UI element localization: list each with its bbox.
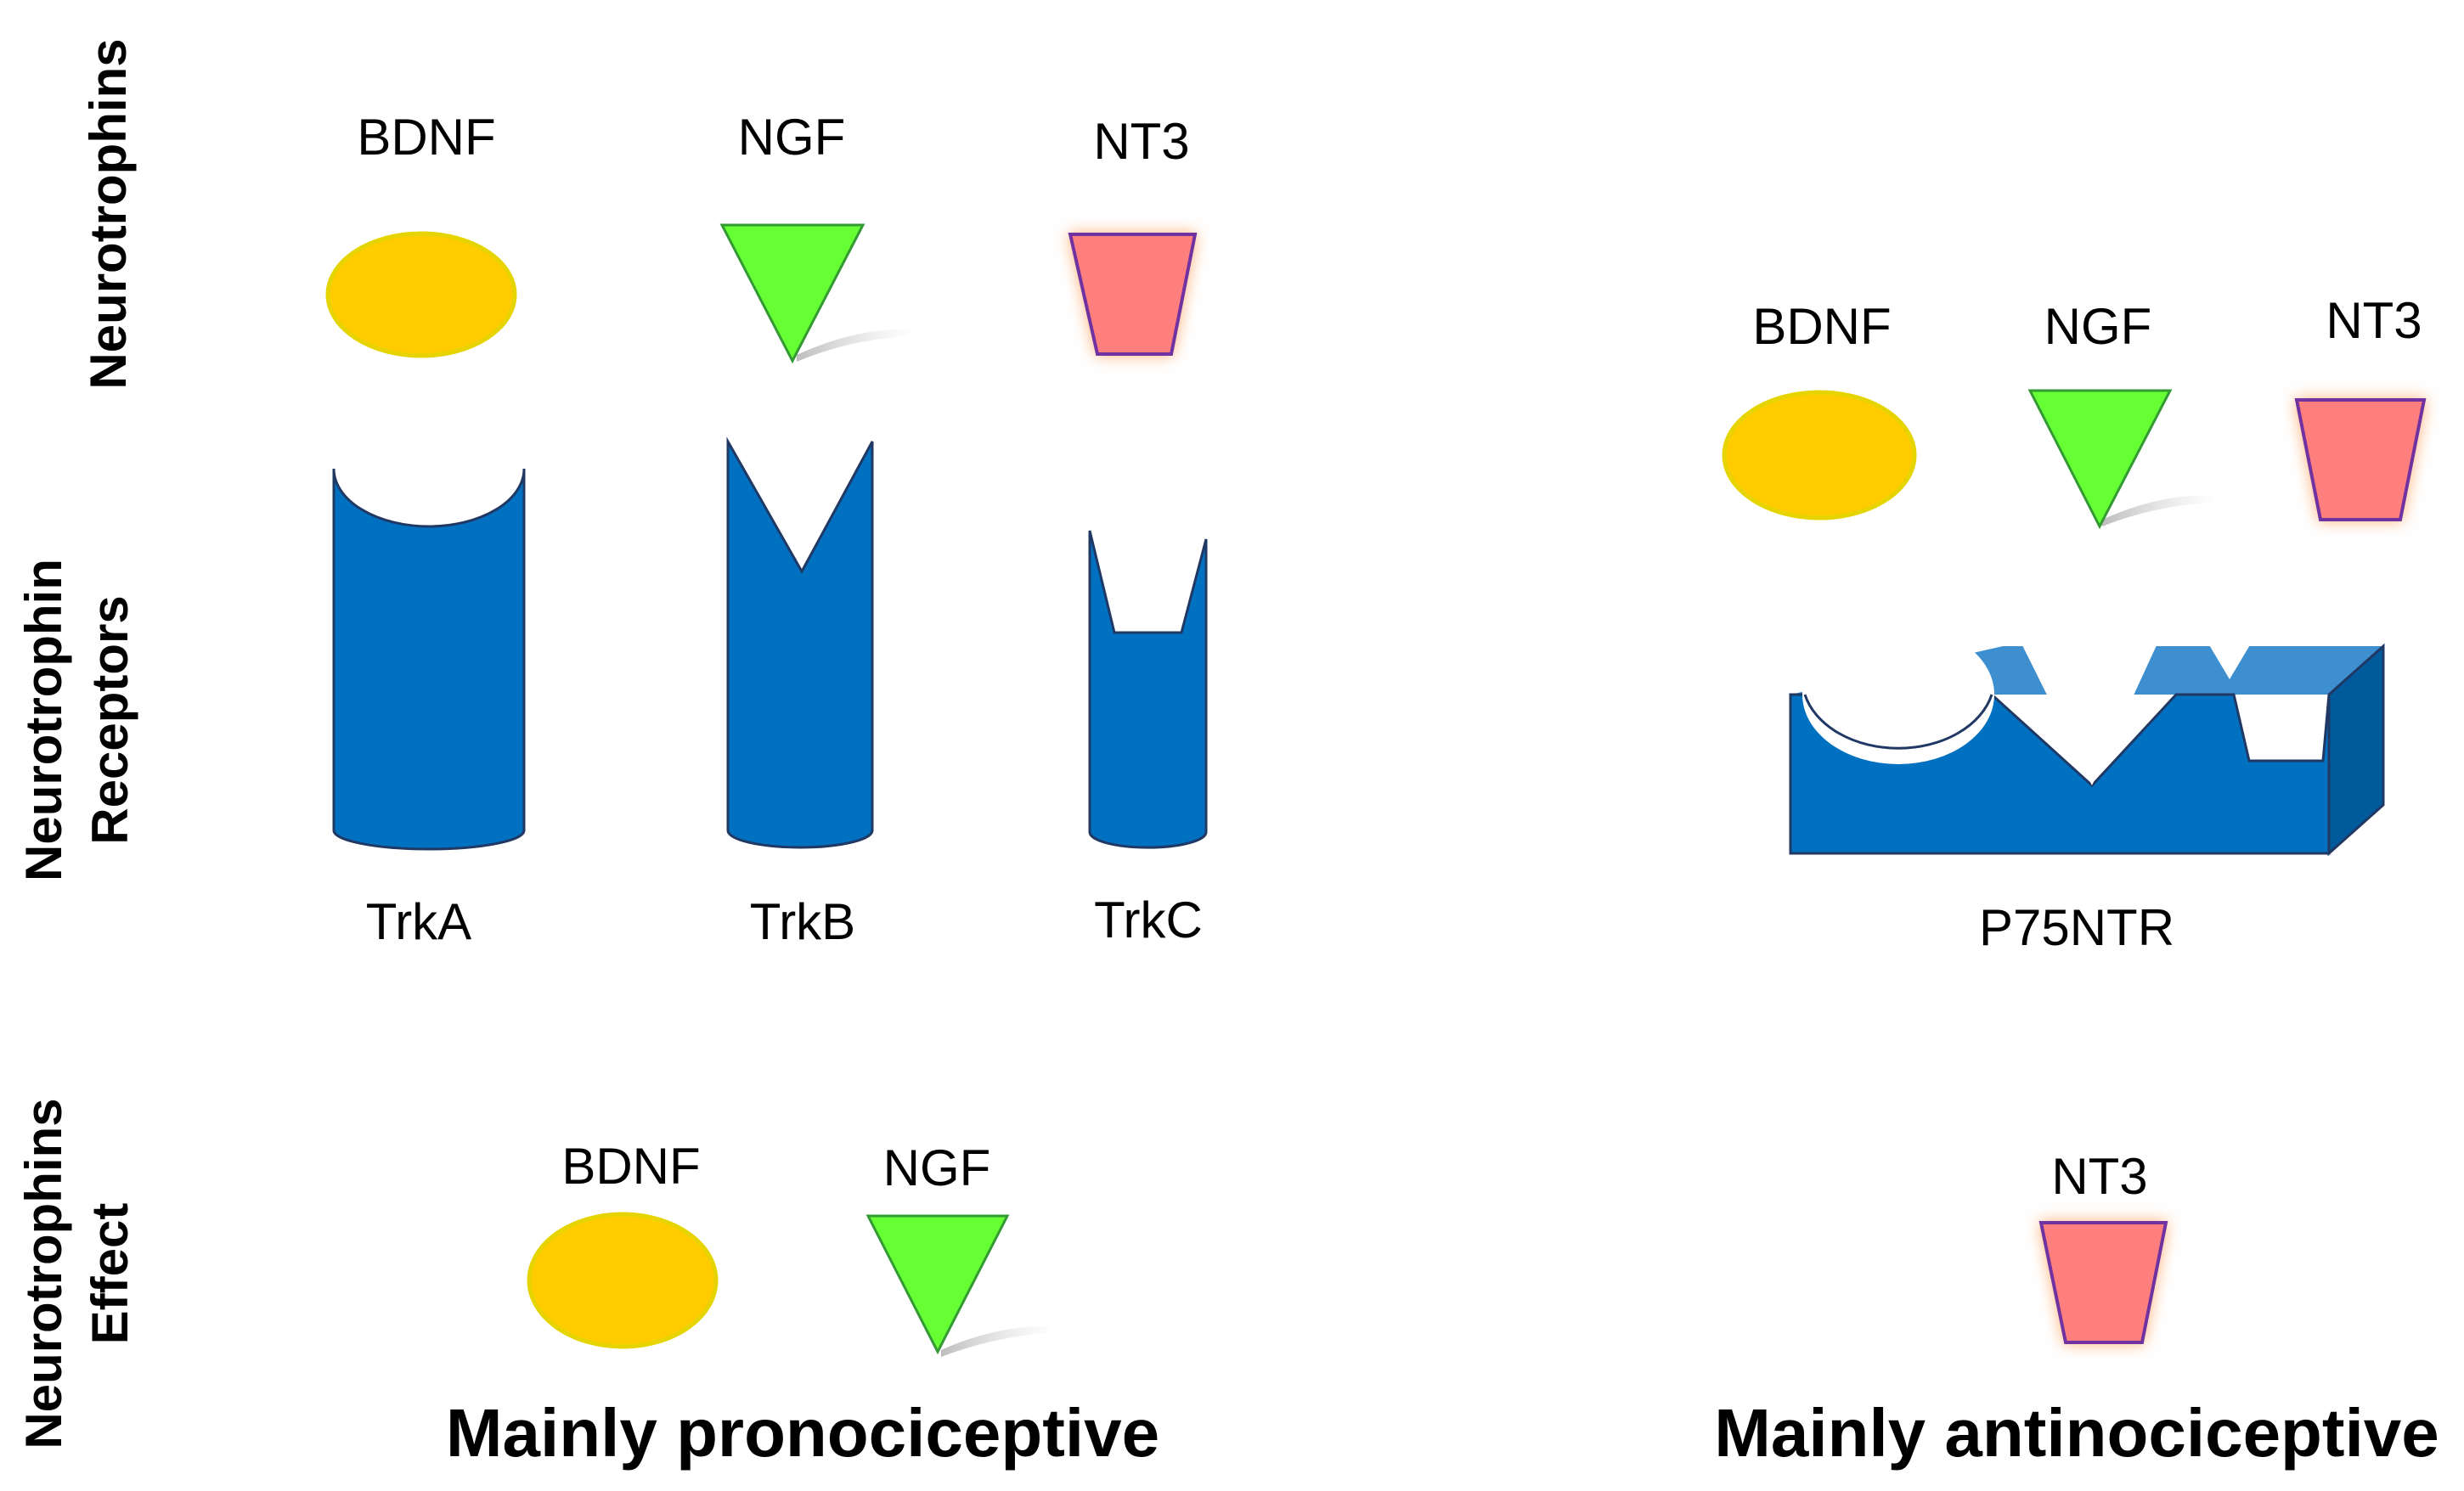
receptor-label-p75ntr: P75NTR [1979, 899, 2174, 956]
p75-nt3-trapezoid-shape [2294, 398, 2427, 521]
effect-nt3-trapezoid-shape [2038, 1221, 2168, 1344]
trkc-receptor-shape [1088, 530, 1208, 849]
row-label-receptors-line1: Neurotrophin [15, 559, 72, 881]
effect-ligand-label-bdnf: BDNF [561, 1138, 700, 1195]
p75-ligand-label-bdnf: BDNF [1752, 298, 1891, 355]
row-label-effect-line1: Neurotrophins [15, 1098, 72, 1449]
row-label-effect-line2: Effect [82, 1203, 138, 1345]
effect-label-antinociceptive: Mainly antinociceptive [1714, 1395, 2439, 1471]
nt3-trapezoid-shape [1068, 233, 1198, 356]
effect-ligand-label-nt3: NT3 [2051, 1148, 2147, 1205]
ngf-shadow [797, 329, 913, 362]
row-label-receptors-line2: Receptors [82, 595, 138, 844]
p75-ngf-shadow [2102, 495, 2217, 526]
effect-bdnf-ellipse-shape [527, 1212, 719, 1349]
effect-ligand-label-ngf: NGF [883, 1139, 991, 1196]
receptor-label-trkc: TrkC [1094, 892, 1203, 948]
row-label-neurotrophins: Neurotrophins [80, 38, 137, 389]
p75-ngf-inverted-triangle-shape [2027, 389, 2173, 530]
ngf-inverted-triangle-shape [719, 223, 866, 364]
p75-ligand-label-ngf: NGF [2044, 298, 2152, 355]
effect-label-pronociceptive: Mainly pronociceptive [446, 1395, 1159, 1471]
trkb-receptor-shape [726, 436, 874, 849]
p75ntr-receptor-shape [1789, 625, 2385, 857]
trk-ligand-label-bdnf: BDNF [357, 109, 495, 166]
trka-receptor-shape [332, 468, 526, 851]
bdnf-ellipse-shape [325, 231, 517, 358]
receptor-label-trkb: TrkB [750, 893, 855, 950]
effect-ngf-shadow [941, 1325, 1053, 1357]
trk-ligand-label-ngf: NGF [738, 109, 846, 166]
p75-bdnf-ellipse-shape [1722, 390, 1917, 520]
trk-ligand-label-nt3: NT3 [1093, 113, 1189, 170]
receptor-label-trka: TrkA [366, 893, 471, 950]
effect-ngf-inverted-triangle-shape [866, 1214, 1010, 1355]
p75-ligand-label-nt3: NT3 [2326, 292, 2422, 349]
